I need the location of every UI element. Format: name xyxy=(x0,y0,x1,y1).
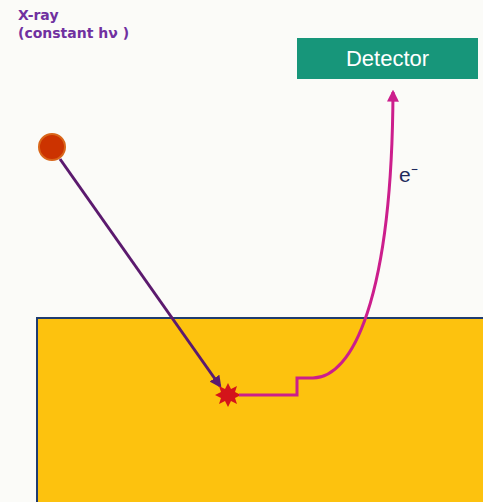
excitation-star xyxy=(215,383,241,407)
detector-box: Detector xyxy=(297,38,478,79)
x-ray-beam xyxy=(60,159,220,386)
electron-path xyxy=(239,92,393,395)
x-ray-label: X-ray (constant hν ) xyxy=(18,6,136,42)
sample-block xyxy=(37,318,483,502)
box-title: Detector xyxy=(346,46,429,72)
electron-label: e⁻ xyxy=(399,160,418,188)
x-ray-source xyxy=(39,134,65,160)
